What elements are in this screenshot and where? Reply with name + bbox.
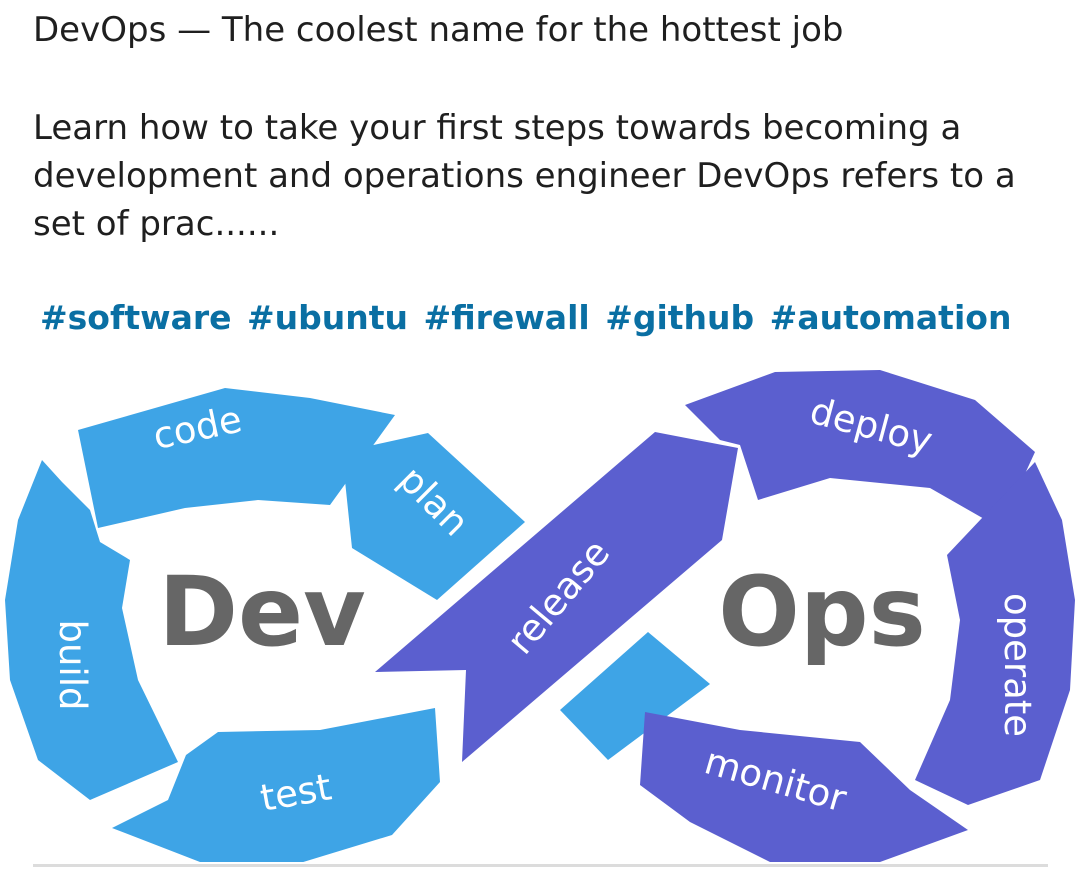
ops-loop bbox=[375, 370, 1075, 862]
segment-plan bbox=[342, 433, 525, 600]
hashtag-list: #software #ubuntu #firewall #github #aut… bbox=[40, 296, 1015, 340]
ops-label: Ops bbox=[718, 556, 925, 668]
segment-code bbox=[78, 388, 395, 528]
dev-label: Dev bbox=[158, 556, 365, 668]
segment-operate bbox=[915, 462, 1075, 805]
segment-release bbox=[375, 432, 738, 762]
hashtag-software[interactable]: #software bbox=[40, 298, 232, 337]
segment-build bbox=[5, 460, 178, 800]
segment-test bbox=[112, 708, 440, 862]
segment-monitor bbox=[640, 712, 968, 862]
hashtag-automation[interactable]: #automation bbox=[769, 298, 1012, 337]
arrow-dev-feedback bbox=[560, 632, 710, 760]
post-excerpt[interactable]: Learn how to take your first steps towar… bbox=[33, 108, 1016, 244]
hashtag-ubuntu[interactable]: #ubuntu bbox=[247, 298, 409, 337]
segment-operate-label: operate bbox=[996, 593, 1039, 737]
hashtag-firewall[interactable]: #firewall bbox=[423, 298, 590, 337]
dev-loop bbox=[5, 388, 710, 862]
devops-infinity-diagram[interactable]: Dev Ops code plan build test release dep… bbox=[0, 362, 1080, 862]
divider bbox=[33, 864, 1048, 867]
post-title[interactable]: DevOps — The coolest name for the hottes… bbox=[33, 10, 844, 50]
segment-build-label: build bbox=[51, 620, 94, 711]
segment-deploy bbox=[685, 370, 1035, 528]
hashtag-github[interactable]: #github bbox=[605, 298, 755, 337]
